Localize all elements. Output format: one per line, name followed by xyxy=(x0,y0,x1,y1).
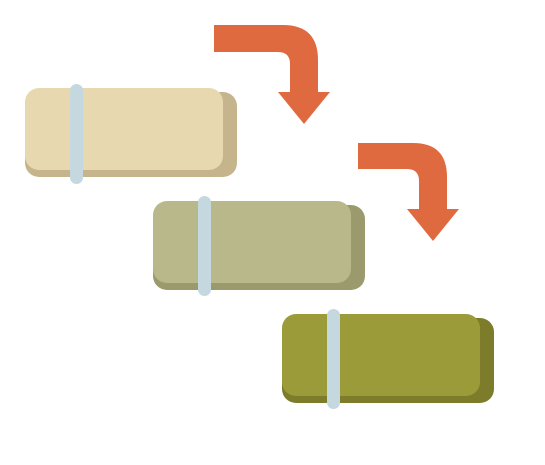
curved-arrow-down-icon xyxy=(358,143,459,241)
step-3-band xyxy=(327,309,340,409)
arrow-1-body xyxy=(214,25,330,124)
step-1-band xyxy=(70,84,83,184)
process-step-3 xyxy=(282,309,494,409)
step-1-face xyxy=(25,88,223,170)
process-step-2 xyxy=(153,196,365,296)
arrow-2-body xyxy=(358,143,459,241)
step-2-band xyxy=(198,196,211,296)
step-3-face xyxy=(282,314,480,396)
curved-arrow-down-icon xyxy=(214,25,330,124)
process-step-1 xyxy=(25,84,237,184)
step-2-face xyxy=(153,201,351,283)
